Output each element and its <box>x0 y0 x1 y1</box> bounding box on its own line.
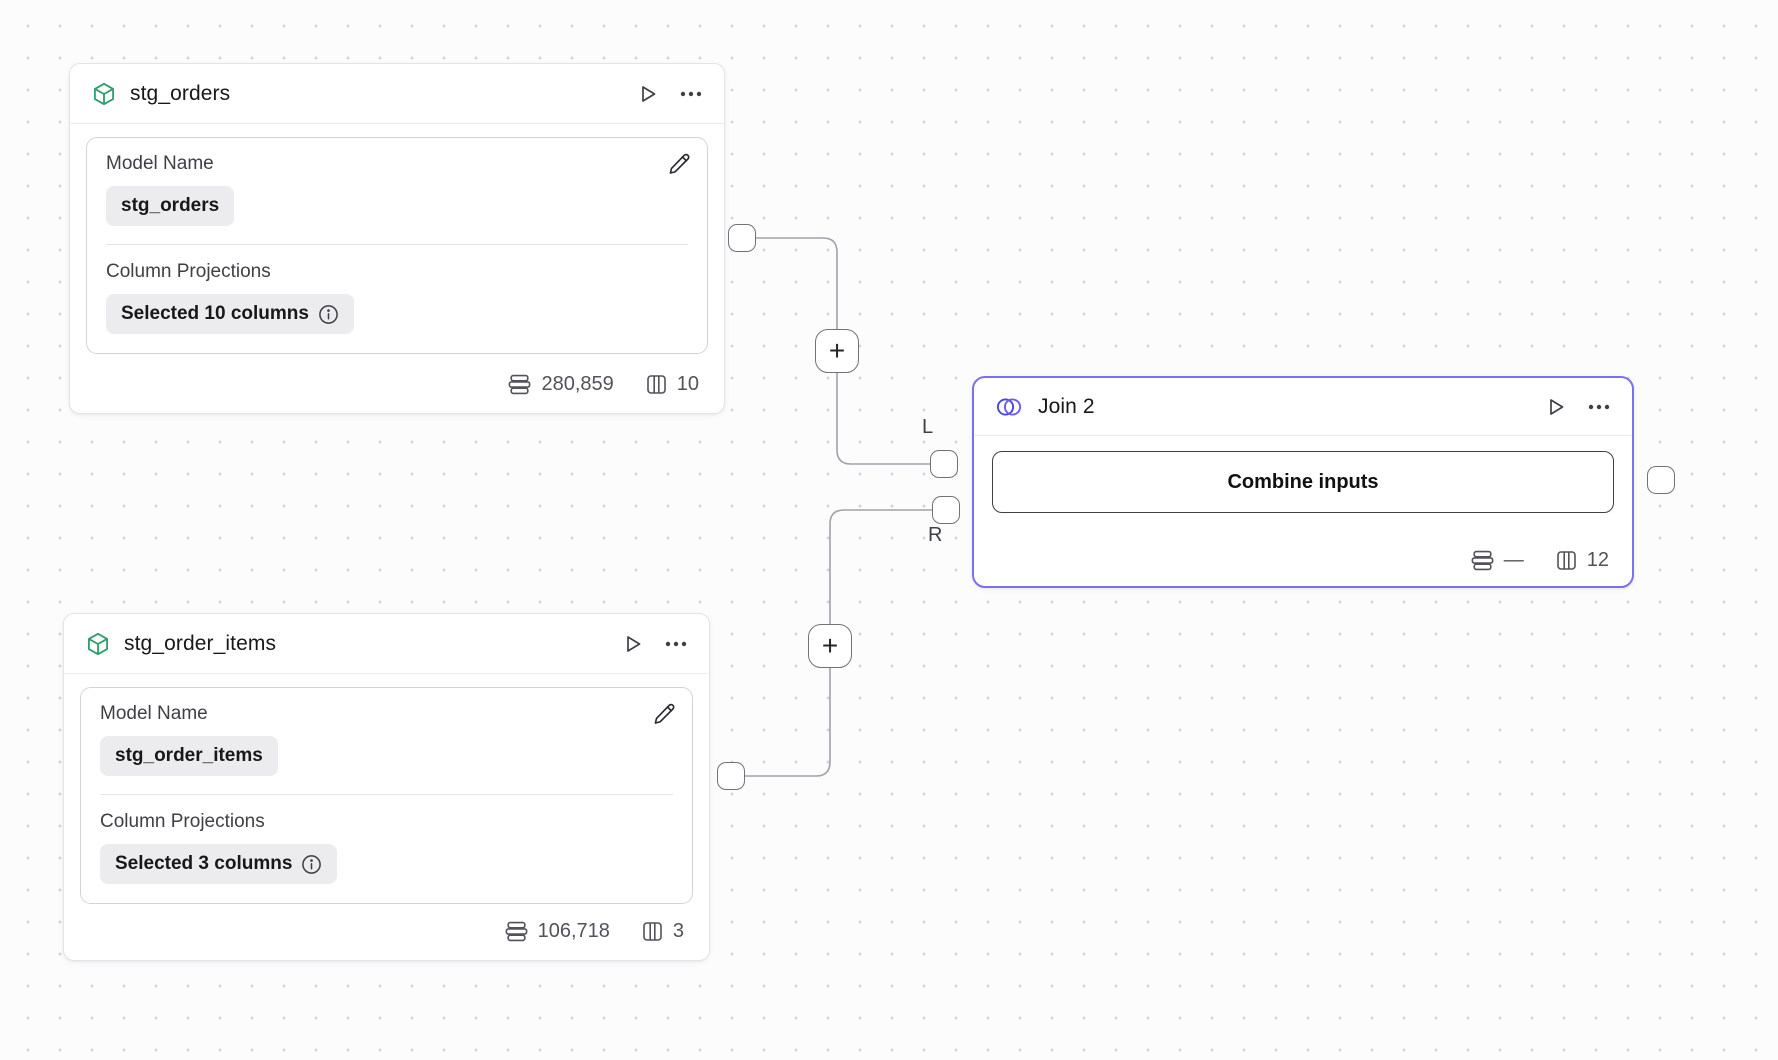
info-icon[interactable] <box>301 854 322 875</box>
node-join-2[interactable]: Join 2 <box>972 376 1634 588</box>
rows-icon <box>505 921 528 942</box>
combine-inputs-label: Combine inputs <box>1227 470 1379 493</box>
play-icon <box>637 83 659 105</box>
columns-icon <box>642 921 663 942</box>
row-count-stat: 106,718 <box>505 920 610 943</box>
model-name-value: stg_order_items <box>115 745 263 766</box>
column-projections-pill[interactable]: Selected 10 columns <box>106 294 354 334</box>
node-stg-order-items[interactable]: stg_order_items <box>63 613 710 961</box>
node-menu-button[interactable] <box>664 640 688 648</box>
column-count-value: 12 <box>1586 549 1609 571</box>
column-count-stat: 10 <box>646 373 699 396</box>
columns-icon <box>646 374 667 395</box>
node-config-card: Model Name stg_orders Column Projections… <box>86 137 708 354</box>
pencil-icon <box>667 152 691 176</box>
ellipsis-icon <box>664 640 688 648</box>
cube-icon <box>85 631 111 657</box>
row-count-stat: — <box>1471 549 1524 572</box>
column-projections-pill[interactable]: Selected 3 columns <box>100 844 338 884</box>
column-projections-value: Selected 3 columns <box>115 853 293 874</box>
node-config-card: Model Name stg_order_items Column Projec… <box>80 687 693 904</box>
node-stg-orders[interactable]: stg_orders <box>69 63 725 414</box>
column-projections-label: Column Projections <box>100 811 265 832</box>
row-count-value: 280,859 <box>541 373 614 395</box>
join-left-input-port[interactable] <box>930 450 958 478</box>
join-output-port[interactable] <box>1647 466 1675 494</box>
node-header[interactable]: Join 2 <box>974 378 1632 436</box>
info-icon[interactable] <box>318 304 339 325</box>
column-projections-label: Column Projections <box>106 261 271 282</box>
node-stats-footer: 280,859 10 <box>70 361 724 413</box>
output-port-stg-orders[interactable] <box>728 224 756 252</box>
run-node-button[interactable] <box>637 83 659 105</box>
model-name-value: stg_orders <box>121 195 220 216</box>
row-count-value: — <box>1503 549 1524 571</box>
left-input-label: L <box>922 416 934 438</box>
rows-icon <box>1471 550 1494 571</box>
right-input-label: R <box>928 524 943 546</box>
plus-icon: + <box>821 629 839 661</box>
join-right-input-port[interactable] <box>932 496 960 524</box>
model-name-label: Model Name <box>106 153 214 174</box>
node-menu-button[interactable] <box>679 90 703 98</box>
node-header[interactable]: stg_order_items <box>64 614 709 674</box>
edit-model-name-button[interactable] <box>667 152 691 176</box>
join-circles-icon <box>995 396 1025 418</box>
column-count-value: 3 <box>672 920 684 942</box>
output-port-stg-order-items[interactable] <box>717 762 745 790</box>
run-node-button[interactable] <box>622 633 644 655</box>
node-stats-footer: — 12 <box>974 539 1632 586</box>
model-name-pill[interactable]: stg_orders <box>106 186 235 226</box>
column-projections-value: Selected 10 columns <box>121 303 309 324</box>
plus-icon: + <box>828 334 846 366</box>
column-count-value: 10 <box>676 373 699 395</box>
node-title: stg_order_items <box>124 631 277 655</box>
node-title: stg_orders <box>130 81 231 105</box>
ellipsis-icon <box>1587 403 1611 411</box>
node-header[interactable]: stg_orders <box>70 64 724 124</box>
card-divider <box>106 244 688 245</box>
row-count-stat: 280,859 <box>508 373 614 396</box>
node-stats-footer: 106,718 3 <box>64 908 709 960</box>
column-count-stat: 3 <box>642 920 684 943</box>
play-icon <box>622 633 644 655</box>
model-name-label: Model Name <box>100 703 208 724</box>
rows-icon <box>508 374 531 395</box>
card-divider <box>100 794 673 795</box>
node-menu-button[interactable] <box>1587 403 1611 411</box>
node-title: Join 2 <box>1038 394 1095 418</box>
edit-model-name-button[interactable] <box>652 702 676 726</box>
columns-icon <box>1556 550 1577 571</box>
combine-inputs-button[interactable]: Combine inputs <box>992 451 1614 513</box>
pencil-icon <box>652 702 676 726</box>
add-node-on-edge-button-top[interactable]: + <box>815 329 859 373</box>
row-count-value: 106,718 <box>537 920 610 942</box>
cube-icon <box>91 81 117 107</box>
column-count-stat: 12 <box>1556 549 1609 572</box>
ellipsis-icon <box>679 90 703 98</box>
play-icon <box>1545 396 1567 418</box>
model-name-pill[interactable]: stg_order_items <box>100 736 278 776</box>
run-node-button[interactable] <box>1545 396 1567 418</box>
add-node-on-edge-button-bottom[interactable]: + <box>808 624 852 668</box>
